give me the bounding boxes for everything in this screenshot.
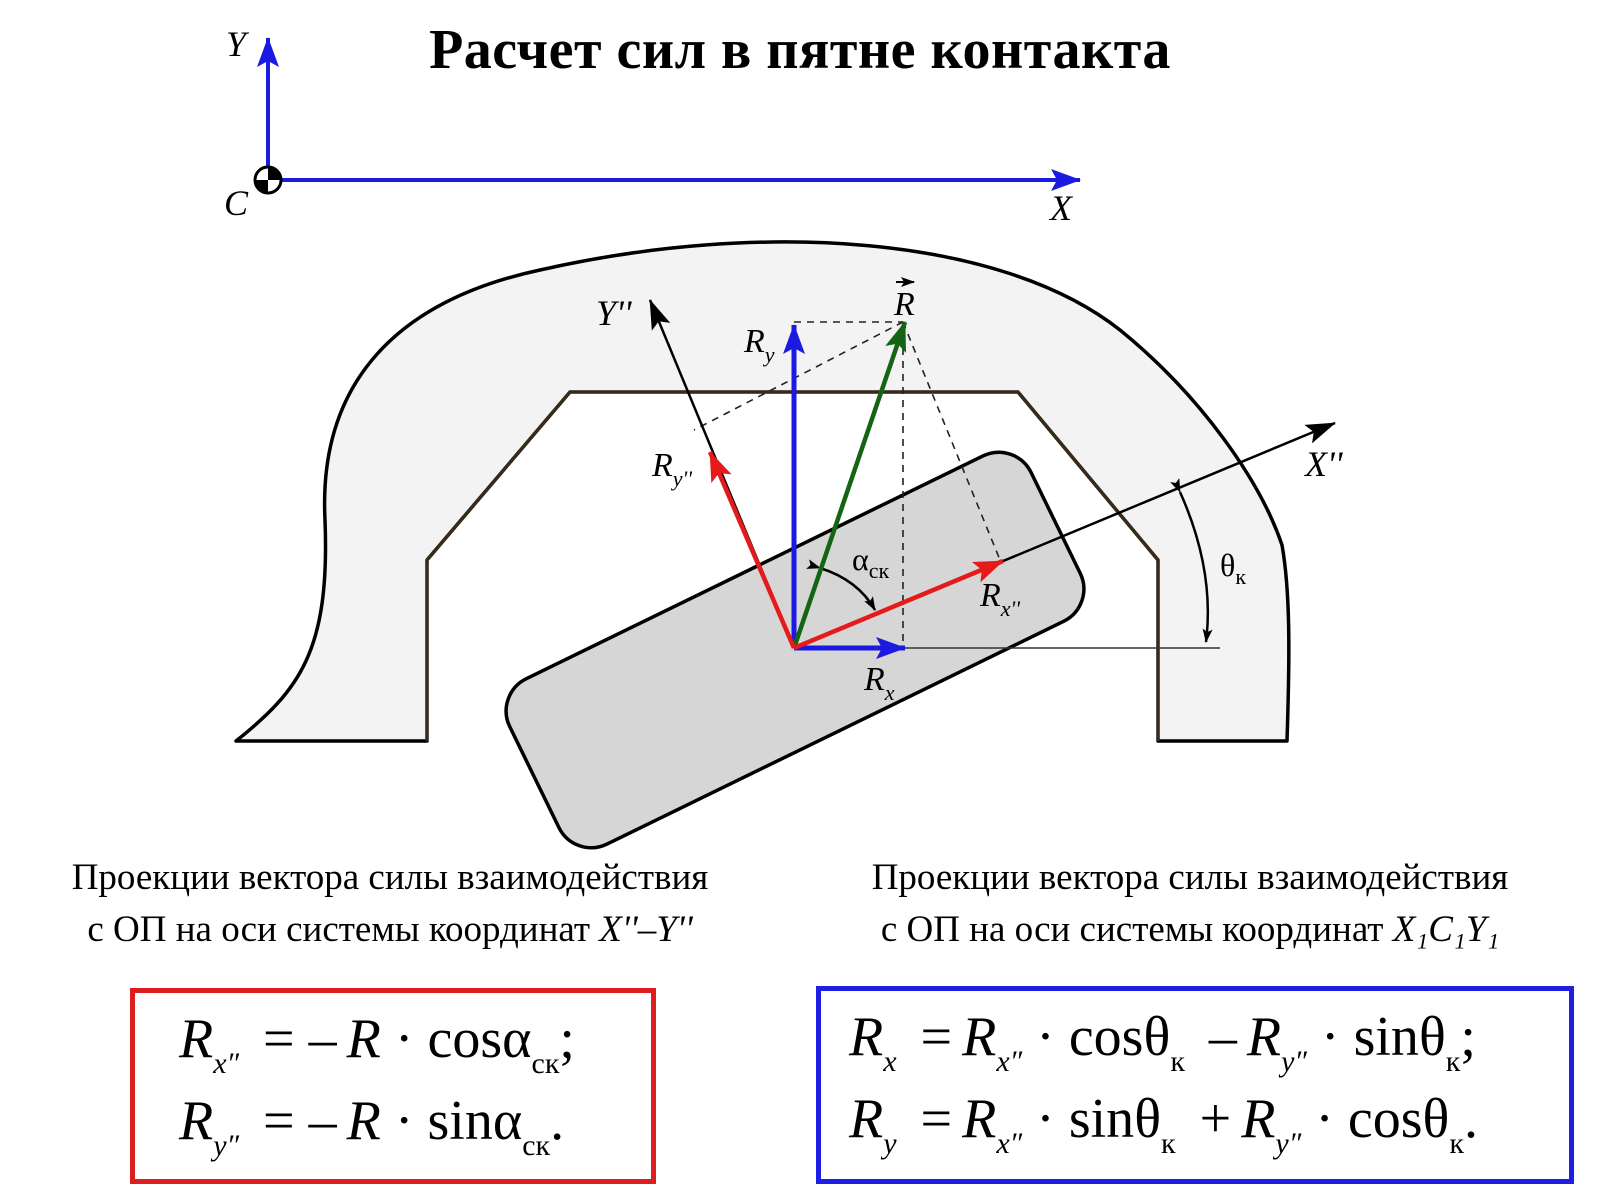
vector-r [791,321,908,649]
label-rxx: Rx'' [979,577,1020,621]
formula-ry: Ry =Rx″ · sinθк +Ry″ · cosθк. [849,1088,1478,1160]
caption-right-line1: Проекции вектора силы взаимодействия [871,857,1509,898]
origin-label: C [224,183,249,223]
caption-left-line1: Проекции вектора силы взаимодействия [71,857,709,898]
page-title: Расчет сил в пятне контакта [429,19,1171,81]
construction-lines [693,321,1001,648]
svg-text:R: R [893,286,915,323]
global-x-label: X [1048,188,1074,228]
label-ryy: Ry'' [651,447,692,491]
caption-right: Проекции вектора силы взаимодействия с О… [800,852,1580,956]
local-x-label: X'' [1303,444,1344,484]
label-r: R [893,277,915,323]
formula-box-global: Rx =Rx″ · cosθк –Ry″ · sinθк; Ry =Rx″ · … [816,986,1574,1184]
label-theta: θк [1220,547,1246,589]
alpha-arc [806,559,877,611]
label-ry: Ry [743,323,775,367]
origin-marker [253,165,283,195]
tire-arch [234,240,1291,743]
caption-left: Проекции вектора силы взаимодействия с О… [0,852,780,956]
formula-rx: Rx =Rx″ · cosθк –Ry″ · sinθк; [849,1006,1476,1078]
local-y-label: Y'' [596,293,633,333]
caption-right-line2: с ОП на оси системы координат X₁C₁Y₁ [880,909,1500,950]
label-rx: Rx [863,661,895,705]
caption-left-line2: с ОП на оси системы координат X''–Y'' [87,909,693,950]
theta-arc [1170,478,1213,643]
formula-box-local: Rx″ = –R · cosαск; Ry″ = –R · sinαск. [130,988,656,1184]
global-y-label: Y [226,24,250,64]
formula-ryy: Ry″ = –R · sinαск. [179,1090,565,1162]
label-alpha: αск [852,541,890,583]
formula-rxx: Rx″ = –R · cosαск; [179,1008,575,1080]
global-axes: Y X C [224,24,1081,228]
vector-rxx [793,558,1004,651]
vector-ryy [707,451,797,649]
